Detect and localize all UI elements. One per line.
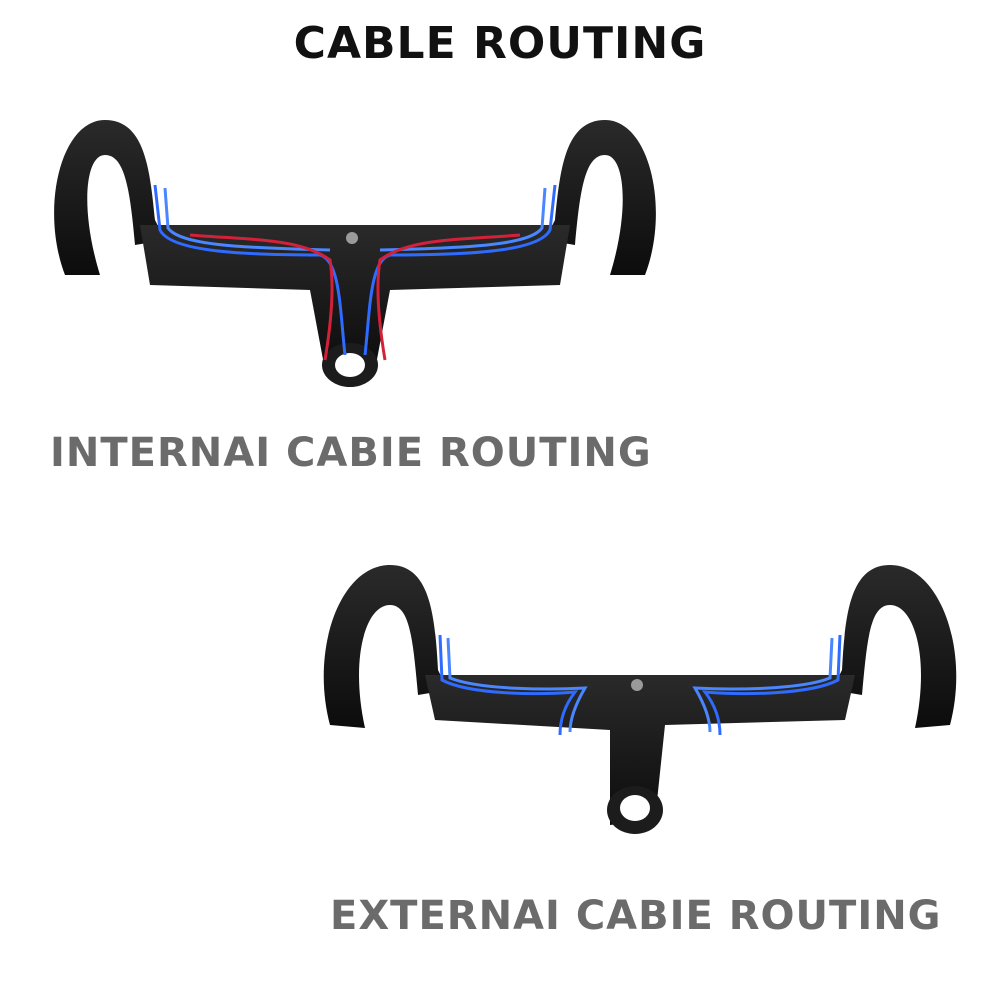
left-drop bbox=[323, 565, 448, 728]
caption-internal-routing: INTERNAI CABIE ROUTING bbox=[50, 430, 652, 476]
handlebar-external-image bbox=[323, 565, 957, 834]
handlebar-internal-image bbox=[54, 120, 656, 387]
external-cable-blue bbox=[438, 634, 579, 736]
tops-bar bbox=[140, 225, 570, 370]
internal-cable-blue bbox=[153, 184, 347, 356]
caption-external-routing: EXTERNAI CABIE ROUTING bbox=[330, 893, 942, 939]
right-drop bbox=[832, 565, 957, 728]
page-title: CABLE ROUTING bbox=[293, 18, 707, 69]
tops-bar bbox=[425, 675, 855, 825]
left-drop bbox=[54, 120, 165, 275]
right-drop bbox=[545, 120, 656, 275]
internal-cable-red bbox=[189, 233, 334, 361]
